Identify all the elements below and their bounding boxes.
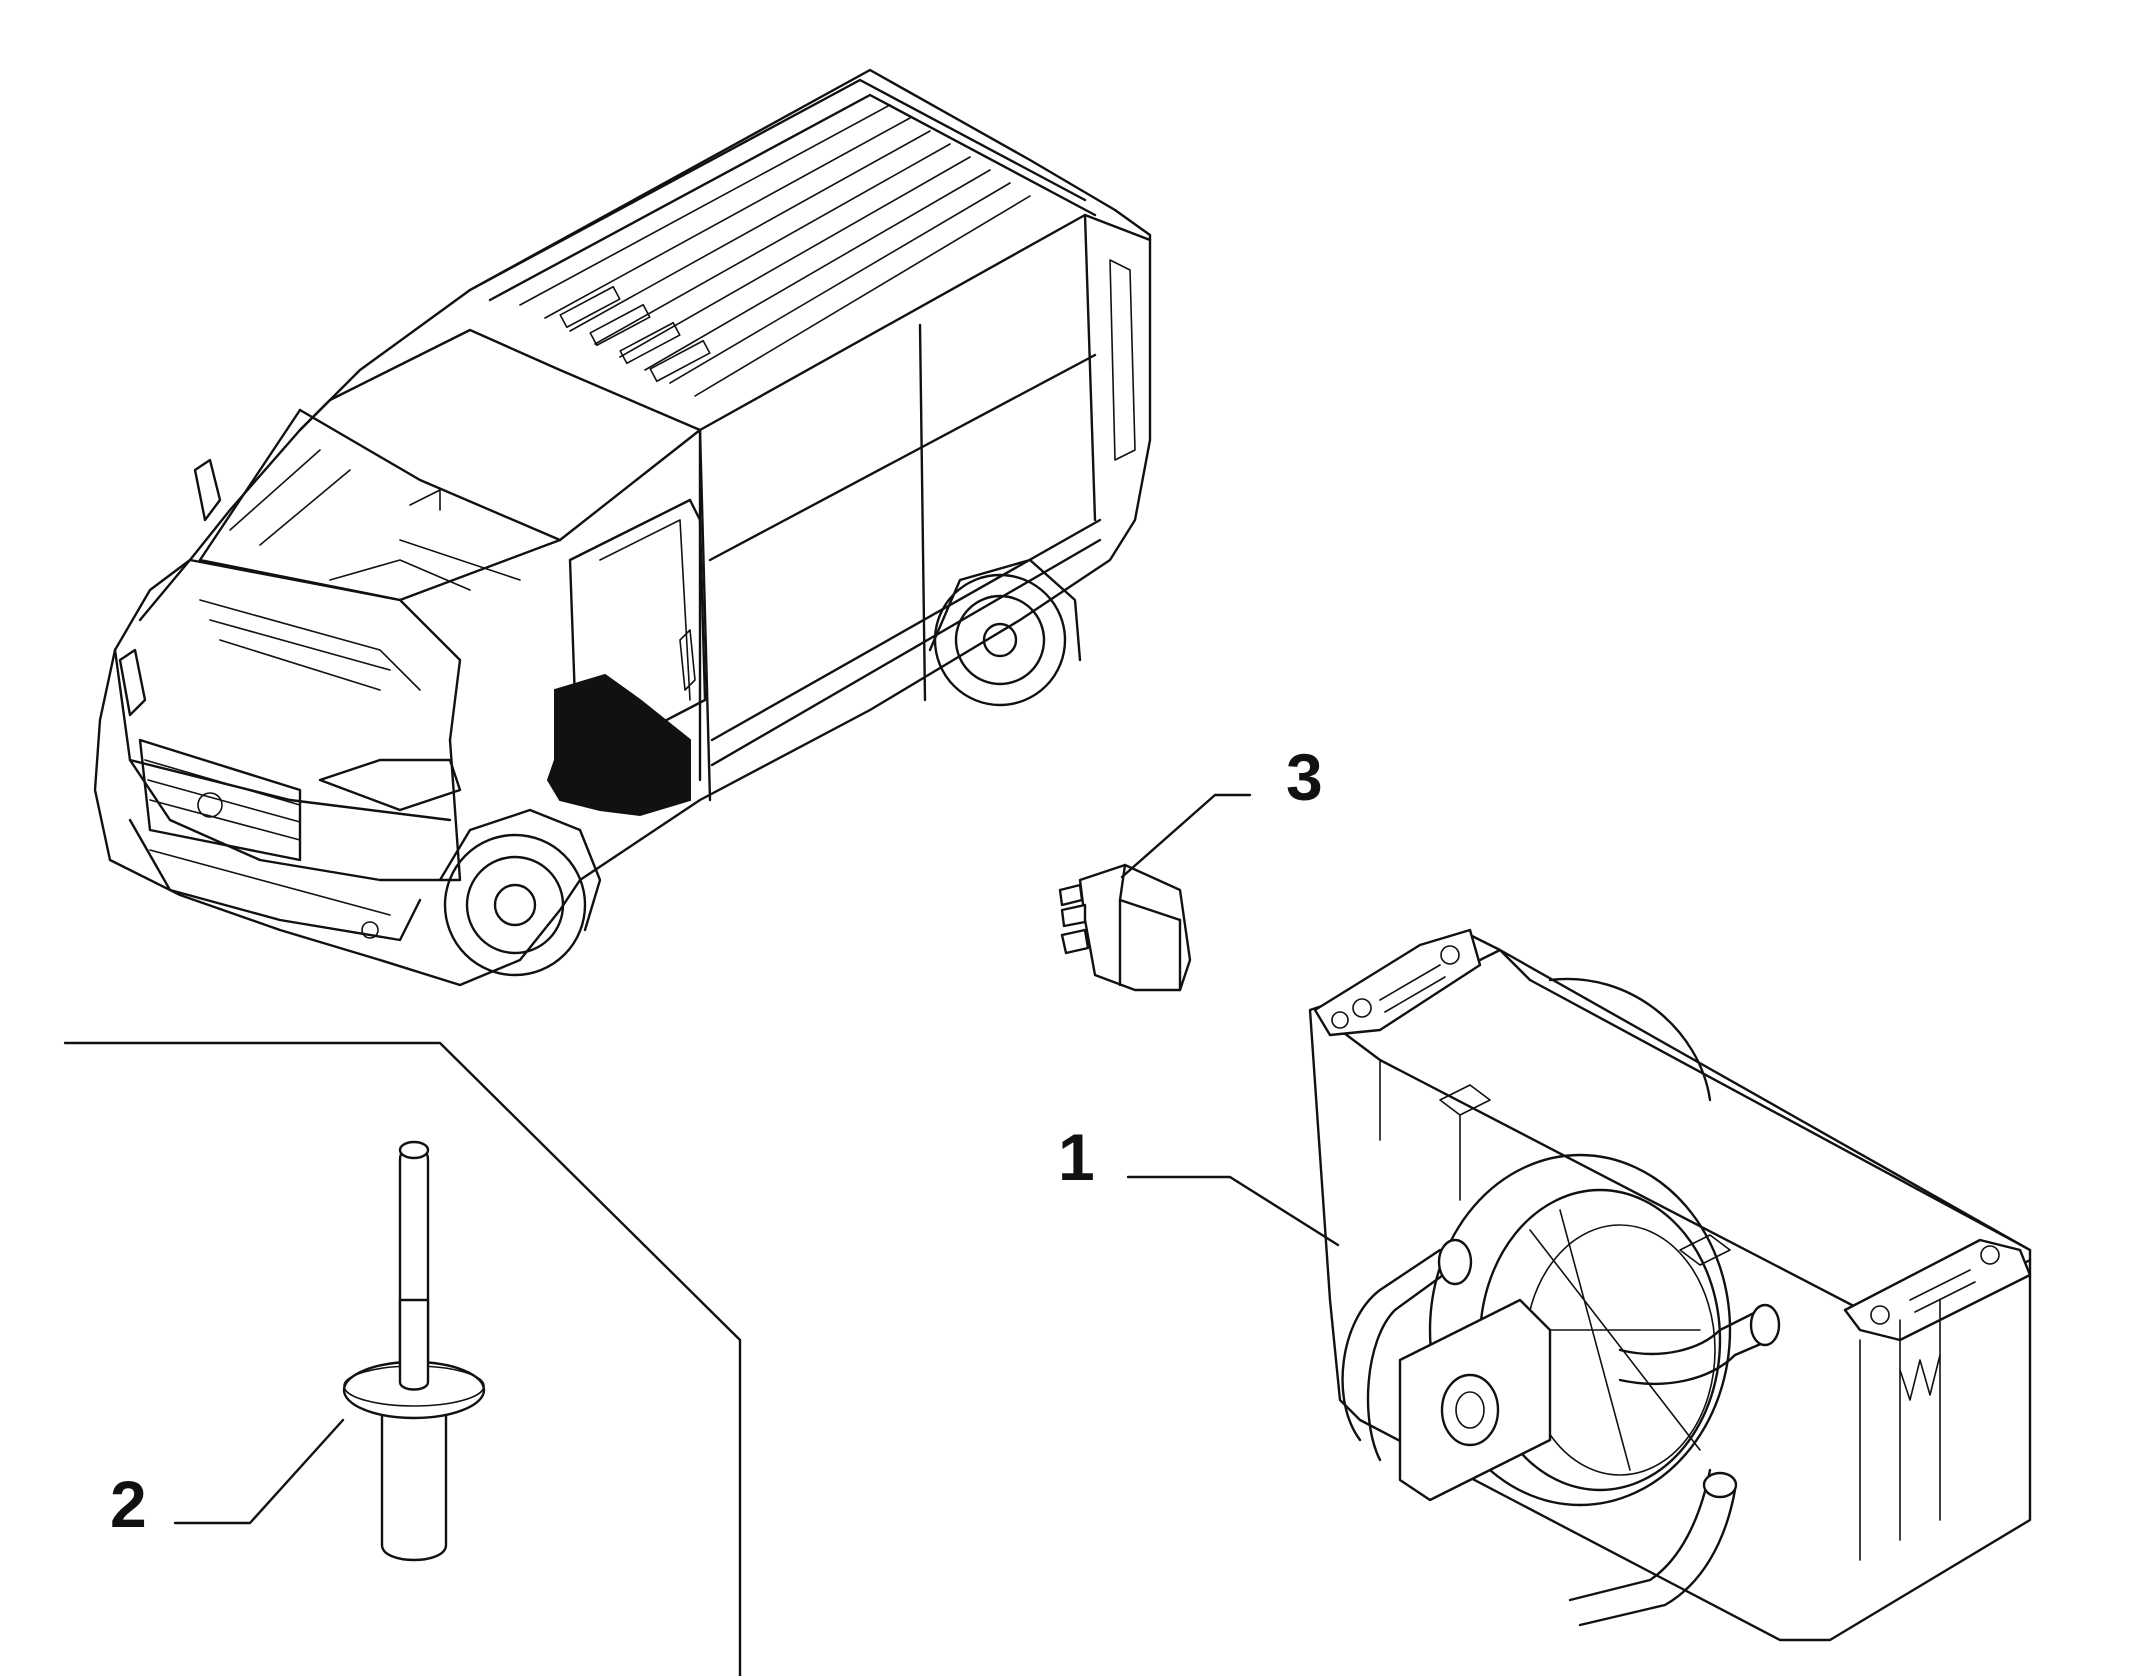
leader-line-1 [1126,1175,1340,1247]
van-illustration [93,68,1152,987]
part-3-relay [1058,863,1192,992]
section-frame [63,1041,742,1676]
leader-lines [173,793,1340,1525]
heater-location-highlight [546,673,691,817]
roof-vents [559,285,711,383]
callout-1: 1 [1058,1120,1095,1194]
callout-3: 3 [1286,740,1323,814]
grille [138,738,302,862]
callout-2: 2 [110,1467,147,1541]
callouts: 1 2 3 [110,740,1323,1541]
leader-line-3 [1120,793,1252,879]
leader-line-2 [173,1418,345,1525]
part-1-heater-unit [1308,928,2032,1642]
roof-ribs [519,104,1031,397]
part-2-rivet [342,1140,486,1562]
